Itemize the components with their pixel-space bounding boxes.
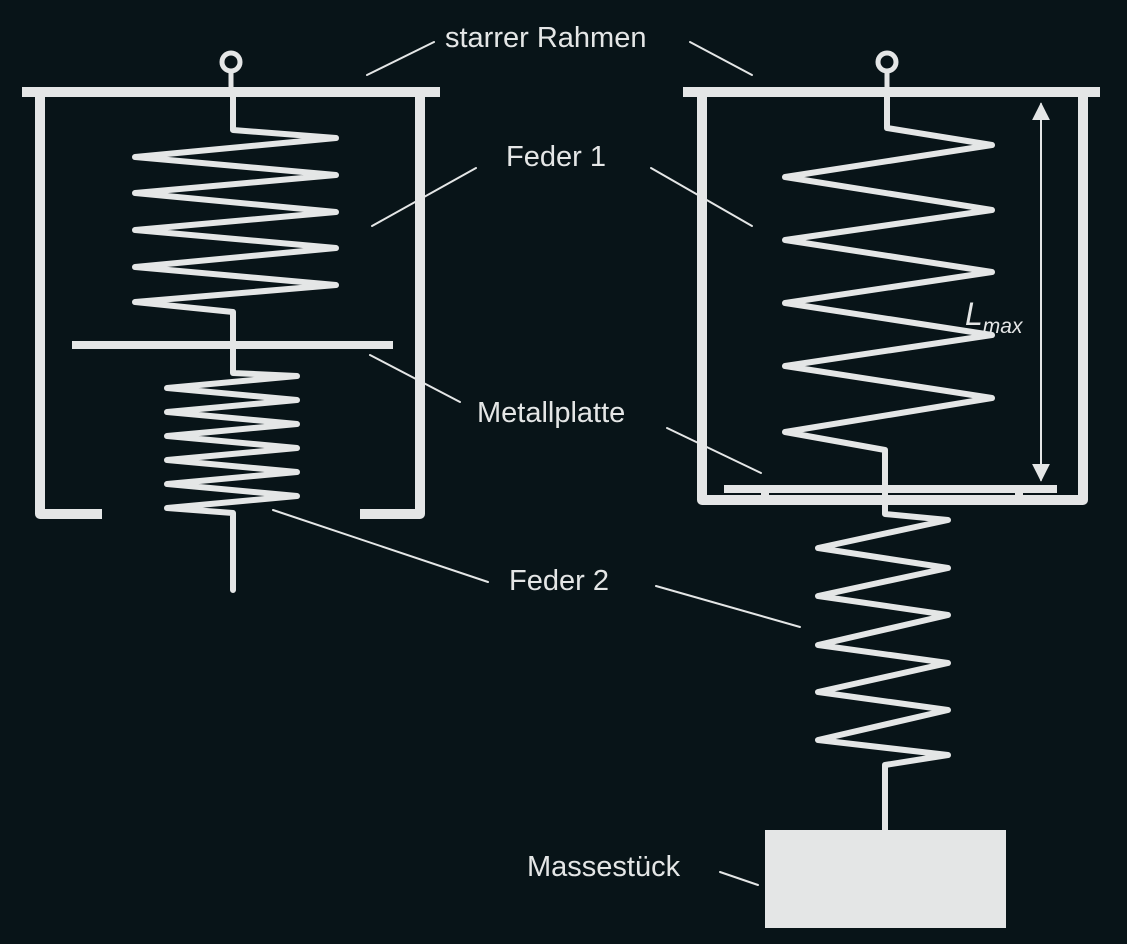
label-feder-1: Feder 1 (506, 141, 606, 173)
label-metallplatte: Metallplatte (477, 397, 626, 429)
left-frame (22, 87, 440, 519)
label-feder-2: Feder 2 (509, 565, 609, 597)
label-lmax: Lmax (965, 296, 1022, 337)
label-starrer-rahmen: starrer Rahmen (445, 22, 647, 54)
leader-lines (272, 41, 801, 886)
right-hook-icon (875, 50, 899, 74)
left-assembly (22, 50, 440, 593)
right-spring-2 (815, 507, 951, 833)
right-assembly (683, 50, 1100, 833)
lmax-main: L (965, 296, 983, 332)
left-spring-2 (164, 345, 300, 593)
mass-block (765, 830, 1006, 928)
right-spring-1 (782, 89, 995, 513)
left-spring-1 (132, 89, 339, 345)
label-massestueck: Massestück (527, 851, 681, 883)
right-frame (683, 87, 1100, 505)
lmax-sub: max (982, 315, 1023, 338)
left-hook-icon (219, 50, 243, 74)
